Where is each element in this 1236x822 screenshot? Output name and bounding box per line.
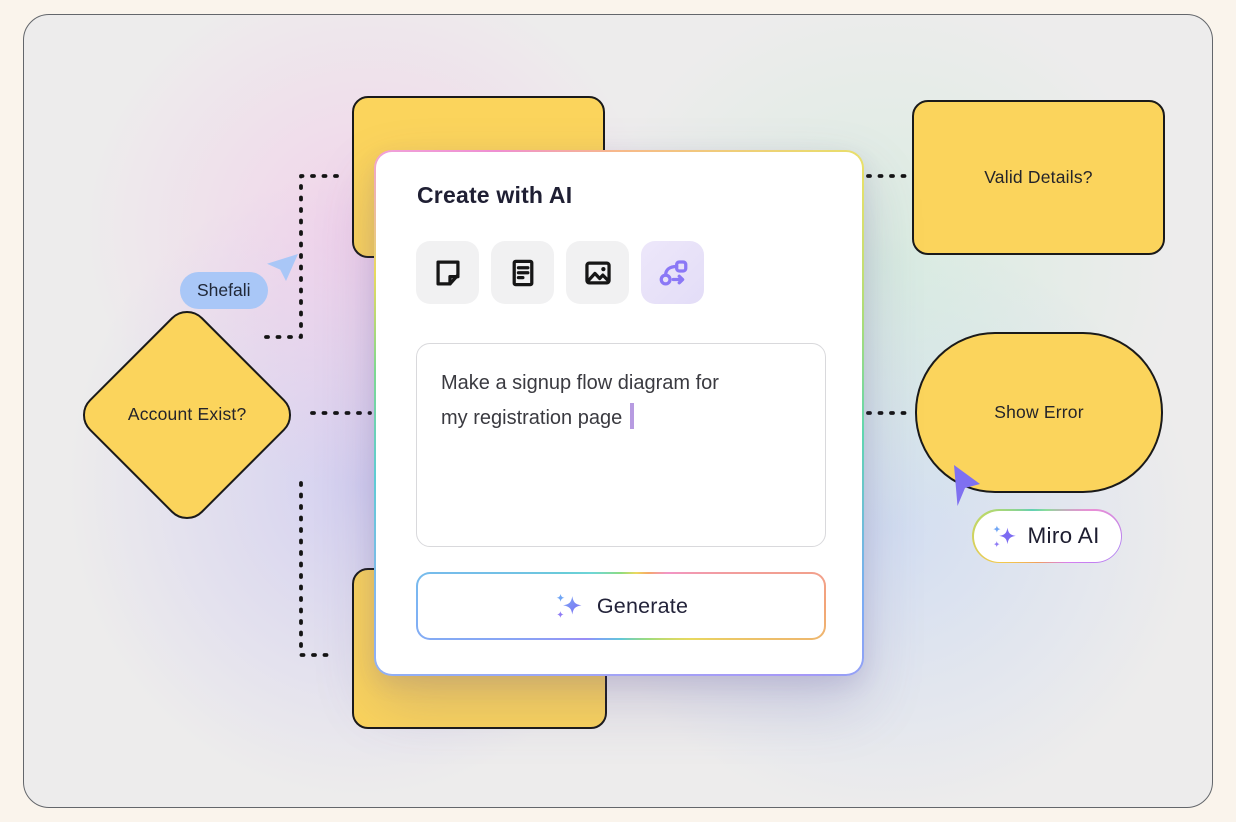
prompt-input[interactable]: Make a signup flow diagram for my regist… xyxy=(416,343,826,547)
collaborator-name: Shefali xyxy=(197,280,251,300)
image-icon xyxy=(584,260,611,285)
create-with-ai-modal: Create with AI xyxy=(374,150,864,676)
miro-ai-label: Miro AI xyxy=(1027,523,1100,548)
prompt-line-1: Make a signup flow diagram for xyxy=(441,372,719,394)
node-label: Account Exist? xyxy=(127,404,247,425)
prompt-line-2: my registration page xyxy=(441,407,623,429)
tool-document-button[interactable] xyxy=(491,241,554,304)
generate-label: Generate xyxy=(596,593,689,618)
ai-sparkle-icon xyxy=(992,525,1016,547)
flowchart-icon xyxy=(659,259,687,286)
tool-image-button[interactable] xyxy=(566,241,629,304)
sticky-note-icon xyxy=(435,259,460,286)
tool-flowchart-button[interactable] xyxy=(641,241,704,304)
generate-button[interactable]: Generate xyxy=(416,572,826,640)
ai-tool-selector xyxy=(416,241,704,304)
collaborator-badge-shefali: Shefali xyxy=(180,272,268,309)
node-label: Valid Details? xyxy=(984,167,1093,187)
miro-ai-badge: Miro AI xyxy=(972,509,1123,563)
document-icon xyxy=(512,259,533,286)
flow-node-valid-details[interactable]: Valid Details? xyxy=(912,100,1165,255)
modal-title: Create with AI xyxy=(417,182,573,208)
text-caret xyxy=(630,403,634,429)
tool-sticky-note-button[interactable] xyxy=(416,241,479,304)
flow-node-show-error[interactable]: Show Error xyxy=(915,332,1163,493)
ai-sparkle-icon xyxy=(556,593,582,618)
node-label: Show Error xyxy=(994,402,1084,422)
create-with-ai-panel: Create with AI xyxy=(376,152,862,674)
